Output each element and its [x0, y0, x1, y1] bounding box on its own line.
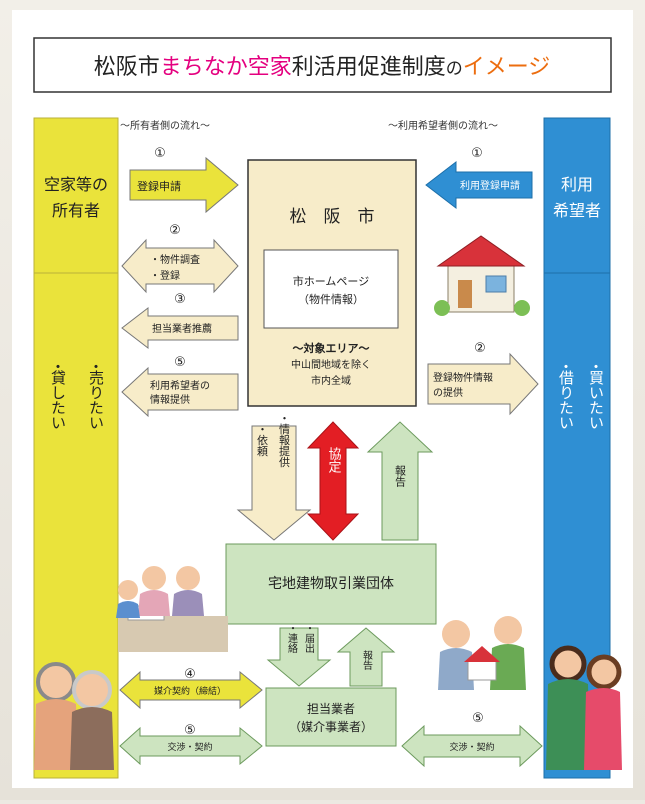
page-title: 松阪市まちなか空家利活用促進制度のイメージ	[94, 55, 551, 80]
user-buy-vertical: ・ 買いたい	[587, 358, 605, 430]
svg-text:・: ・	[588, 358, 603, 376]
broker-contract-label: 媒介契約（締結）	[154, 685, 226, 697]
request-down-arrow: ・依頼 ・情報提供	[236, 413, 312, 541]
city-name: 松 阪 市	[290, 207, 375, 227]
agreement-double-arrow: 協定	[306, 421, 360, 541]
dealer-line1: 担当業者	[307, 702, 355, 716]
owner-rent-text: 貸したい	[49, 370, 67, 430]
homepage-box	[263, 249, 399, 329]
user-borrow-vertical: ・ 借りたい	[557, 358, 575, 430]
owner-step1-arrow: ① 登録申請	[129, 146, 239, 214]
owner-step5-info-arrow: ⑤ 利用希望者の 情報提供	[121, 355, 239, 418]
association-label: 宅地建物取引業団体	[268, 576, 394, 592]
contact-label-a: ・連絡	[286, 623, 298, 654]
young-couple-illustration	[546, 645, 622, 770]
user-borrow-text: 借りたい	[557, 370, 575, 430]
owner-step2-line1: ・物件調査	[150, 253, 200, 266]
user-step1-num: ①	[471, 146, 483, 161]
user-title-line2: 希望者	[553, 201, 601, 220]
svg-text:・: ・	[558, 358, 573, 376]
owner-step2-num: ②	[169, 223, 181, 238]
area-line2: 市内全域	[311, 374, 351, 387]
association-box: 宅地建物取引業団体	[225, 543, 437, 625]
user-negotiate-num: ⑤	[472, 711, 484, 726]
user-negotiate-arrow: ⑤ 交渉・契約	[401, 711, 543, 768]
contact-down-arrow: ・連絡 ・届出	[266, 623, 332, 687]
owner-step3-num: ③	[174, 292, 186, 307]
svg-text:・: ・	[50, 358, 65, 376]
city-box: 松 阪 市 市ホームページ （物件情報） 〜対象エリア〜 中山間地域を除く 市内…	[247, 159, 417, 407]
elderly-owners-illustration	[34, 662, 114, 770]
report2-up-arrow: 報告	[336, 627, 396, 687]
title-box	[33, 37, 612, 93]
broker-contract-num: ④	[184, 667, 196, 682]
owner-sell-vertical: ・ 売りたい	[87, 358, 105, 430]
broker-contract-arrow: ④ 媒介契約（締結）	[119, 667, 263, 710]
agreement-label: 協定	[326, 447, 342, 474]
owner-title-line1: 空家等の	[44, 175, 108, 194]
owner-negotiate-arrow: ⑤ 交渉・契約	[119, 723, 263, 766]
owner-sell-text: 売りたい	[87, 370, 105, 430]
handover-illustration	[438, 616, 526, 690]
owner-title-line2: 所有者	[52, 201, 100, 220]
request-label-a: ・依頼	[256, 424, 269, 458]
owner-step5-num: ⑤	[174, 355, 186, 370]
user-step2-line1: 登録物件情報	[433, 371, 493, 384]
area-title: 〜対象エリア〜	[293, 341, 370, 355]
dealer-line2: （媒介事業者）	[289, 720, 373, 734]
request-label-b: ・情報提供	[278, 413, 291, 468]
user-step1-arrow: ① 利用登録申請	[425, 146, 533, 210]
owner-step2-line2: ・登録	[150, 269, 180, 282]
house-icon	[434, 235, 530, 316]
user-flow-label: 〜利用希望者側の流れ〜	[388, 119, 498, 132]
homepage-line1: 市ホームページ	[293, 274, 369, 288]
area-line1: 中山間地域を除く	[291, 358, 371, 371]
owner-step5-line2: 情報提供	[150, 393, 190, 406]
owner-step1-label: 登録申請	[137, 179, 181, 193]
contact-label-b: ・届出	[303, 623, 315, 653]
consultation-illustration	[116, 566, 228, 652]
owner-rent-vertical: ・ 貸したい	[49, 358, 67, 430]
owner-negotiate-label: 交渉・契約	[167, 741, 212, 753]
owner-flow-label: 〜所有者側の流れ〜	[120, 119, 210, 132]
homepage-line2: （物件情報）	[298, 292, 364, 306]
owner-step3-arrow: ③ 担当業者推薦	[121, 292, 239, 350]
user-buy-text: 買いたい	[587, 370, 605, 430]
owner-negotiate-num: ⑤	[184, 723, 196, 738]
user-step2-line2: の提供	[433, 386, 463, 399]
report-label: 報告	[394, 465, 407, 488]
user-column: 利用 希望者 ・ 買いたい ・ 借りたい	[543, 117, 611, 779]
user-title-line1: 利用	[561, 175, 593, 194]
user-step2-num: ②	[474, 341, 486, 356]
svg-text:・: ・	[88, 358, 103, 376]
owner-step1-num: ①	[154, 146, 166, 161]
owner-step2-arrow: ② ・物件調査 ・登録	[121, 223, 239, 294]
user-step2-arrow: ② 登録物件情報 の提供	[427, 341, 539, 416]
owner-step3-label: 担当業者推薦	[152, 322, 212, 335]
owner-step5-line1: 利用希望者の	[150, 379, 210, 392]
dealer-box: 担当業者 （媒介事業者）	[265, 687, 397, 747]
user-negotiate-label: 交渉・契約	[449, 741, 494, 753]
report2-label: 報告	[361, 650, 373, 671]
user-step1-label: 利用登録申請	[460, 179, 520, 192]
report-up-arrow: 報告	[366, 421, 434, 541]
